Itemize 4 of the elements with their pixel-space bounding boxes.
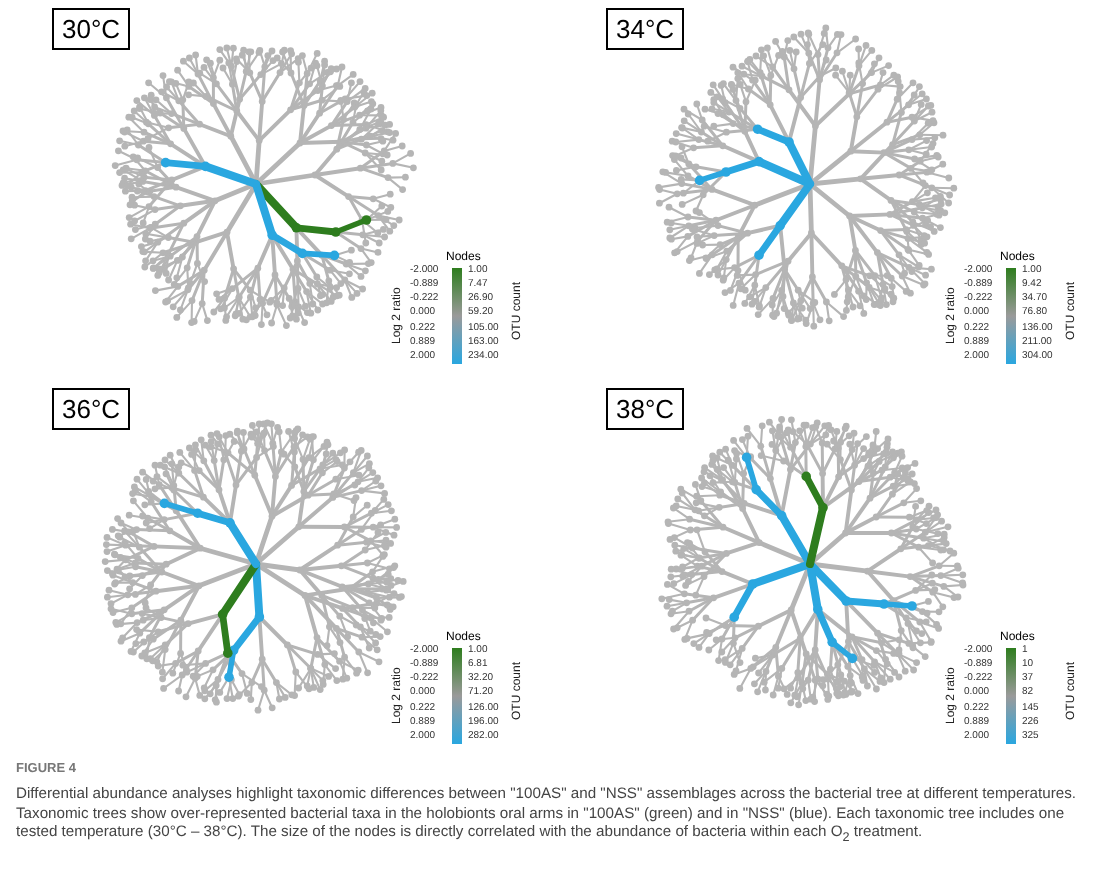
panel-title: 30°C [52,8,131,50]
panel-title: 34°C [606,8,685,50]
panel-title: 36°C [52,388,131,430]
panel-title: 38°C [606,388,685,430]
